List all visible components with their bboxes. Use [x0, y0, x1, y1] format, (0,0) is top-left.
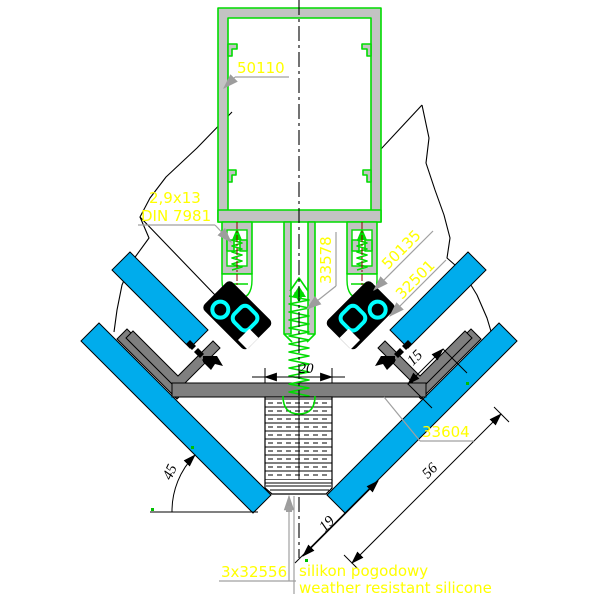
- glass-pane-inner-left: [80, 322, 272, 514]
- dim-text-56: 56: [419, 460, 441, 482]
- cad-endpoint-dot: [466, 382, 469, 385]
- callout-silicone: silikon pogodowy weather resistant silic…: [293, 496, 492, 597]
- stem-chamfer-left: [283, 333, 293, 343]
- callout-50110: 50110: [223, 59, 289, 89]
- gasket-tail-right: [375, 356, 395, 370]
- dim-line: [302, 480, 379, 557]
- leader-line: [373, 230, 434, 291]
- leader-dot: [286, 506, 292, 512]
- leader-line: [389, 259, 447, 317]
- block-foot: [264, 480, 333, 495]
- label-33578: 33578: [317, 236, 335, 284]
- ext-line: [407, 383, 433, 409]
- clamp-bolt-circle: [210, 299, 231, 320]
- label-50110: 50110: [237, 59, 285, 77]
- hook-right-lower: [362, 169, 372, 183]
- clamp-body: [203, 281, 272, 350]
- callout-33578: 33578: [305, 232, 337, 310]
- dim-text-19: 19: [316, 513, 338, 535]
- ext-line: [442, 348, 468, 374]
- right-panel-break-line: [380, 104, 494, 339]
- label-3x32556: 3x32556: [221, 563, 287, 581]
- screw-thread: [288, 295, 310, 401]
- cad-endpoint-dot: [305, 559, 308, 562]
- clamp-body: [326, 281, 395, 350]
- clamp-slot: [338, 303, 368, 333]
- screw-tip: [357, 228, 367, 240]
- label-silicone-pl: silikon pogodowy: [299, 562, 428, 580]
- screw-boss-right: [364, 239, 373, 252]
- cad-endpoint-dot: [191, 446, 194, 449]
- silicone-joint-block: [264, 395, 333, 495]
- break-edge-jagged: [421, 104, 494, 339]
- clamp-notch: [238, 328, 259, 350]
- dim-text-45: 45: [160, 462, 181, 483]
- label-screw-din: DIN 7981: [141, 207, 211, 225]
- clamp-bolt-circle: [367, 299, 388, 320]
- ext-line: [493, 406, 510, 423]
- corner-channel-left: [125, 330, 221, 391]
- leader-line: [383, 396, 421, 442]
- screw-washer-dome: [282, 395, 316, 415]
- stem-wall-left: [283, 221, 292, 335]
- dim-text-20: 20: [299, 361, 315, 377]
- hook-right-upper: [361, 43, 372, 57]
- stem-wall-right: [307, 221, 316, 335]
- pressure-clamp-right: [326, 281, 395, 350]
- label-screw-size: 2,9x13: [149, 189, 201, 207]
- leader-line: [223, 74, 238, 89]
- glass-pane-inner-right: [326, 322, 518, 514]
- break-edge-straight: [139, 216, 217, 297]
- callout-33604: 33604: [383, 396, 474, 442]
- clamp-notch: [339, 328, 360, 350]
- callout-screw-din7981: 2,9x13 DIN 7981: [138, 189, 232, 243]
- leader-line: [305, 285, 337, 310]
- clamp-slot: [230, 303, 260, 333]
- stem-vee-insert: [289, 277, 309, 292]
- screw-boss-right: [239, 239, 248, 252]
- hook-left-lower: [227, 169, 237, 183]
- left-panel-break-line: [113, 111, 233, 333]
- dimension-20: 20: [252, 361, 345, 383]
- angle-arc: [171, 454, 196, 513]
- label-silicone-en: weather resistant silicone: [299, 579, 492, 597]
- break-edge-jagged: [113, 111, 233, 333]
- cad-endpoint-dot: [151, 508, 154, 511]
- cad-endpoint-dots: [151, 382, 469, 562]
- pressure-clamp-left: [203, 281, 272, 350]
- dimension-angle-45: 45: [150, 454, 258, 513]
- break-edge-straight: [380, 104, 423, 150]
- gasket-tail-left: [203, 356, 223, 370]
- screw-thread: [231, 239, 243, 271]
- dim-line: [407, 348, 444, 385]
- hook-left-upper: [227, 43, 238, 57]
- label-33604: 33604: [422, 423, 470, 441]
- leader-line: [214, 224, 232, 243]
- callout-3x32556: 3x32556: [219, 494, 296, 582]
- screw-thread: [356, 239, 368, 271]
- screw-tip: [232, 228, 242, 240]
